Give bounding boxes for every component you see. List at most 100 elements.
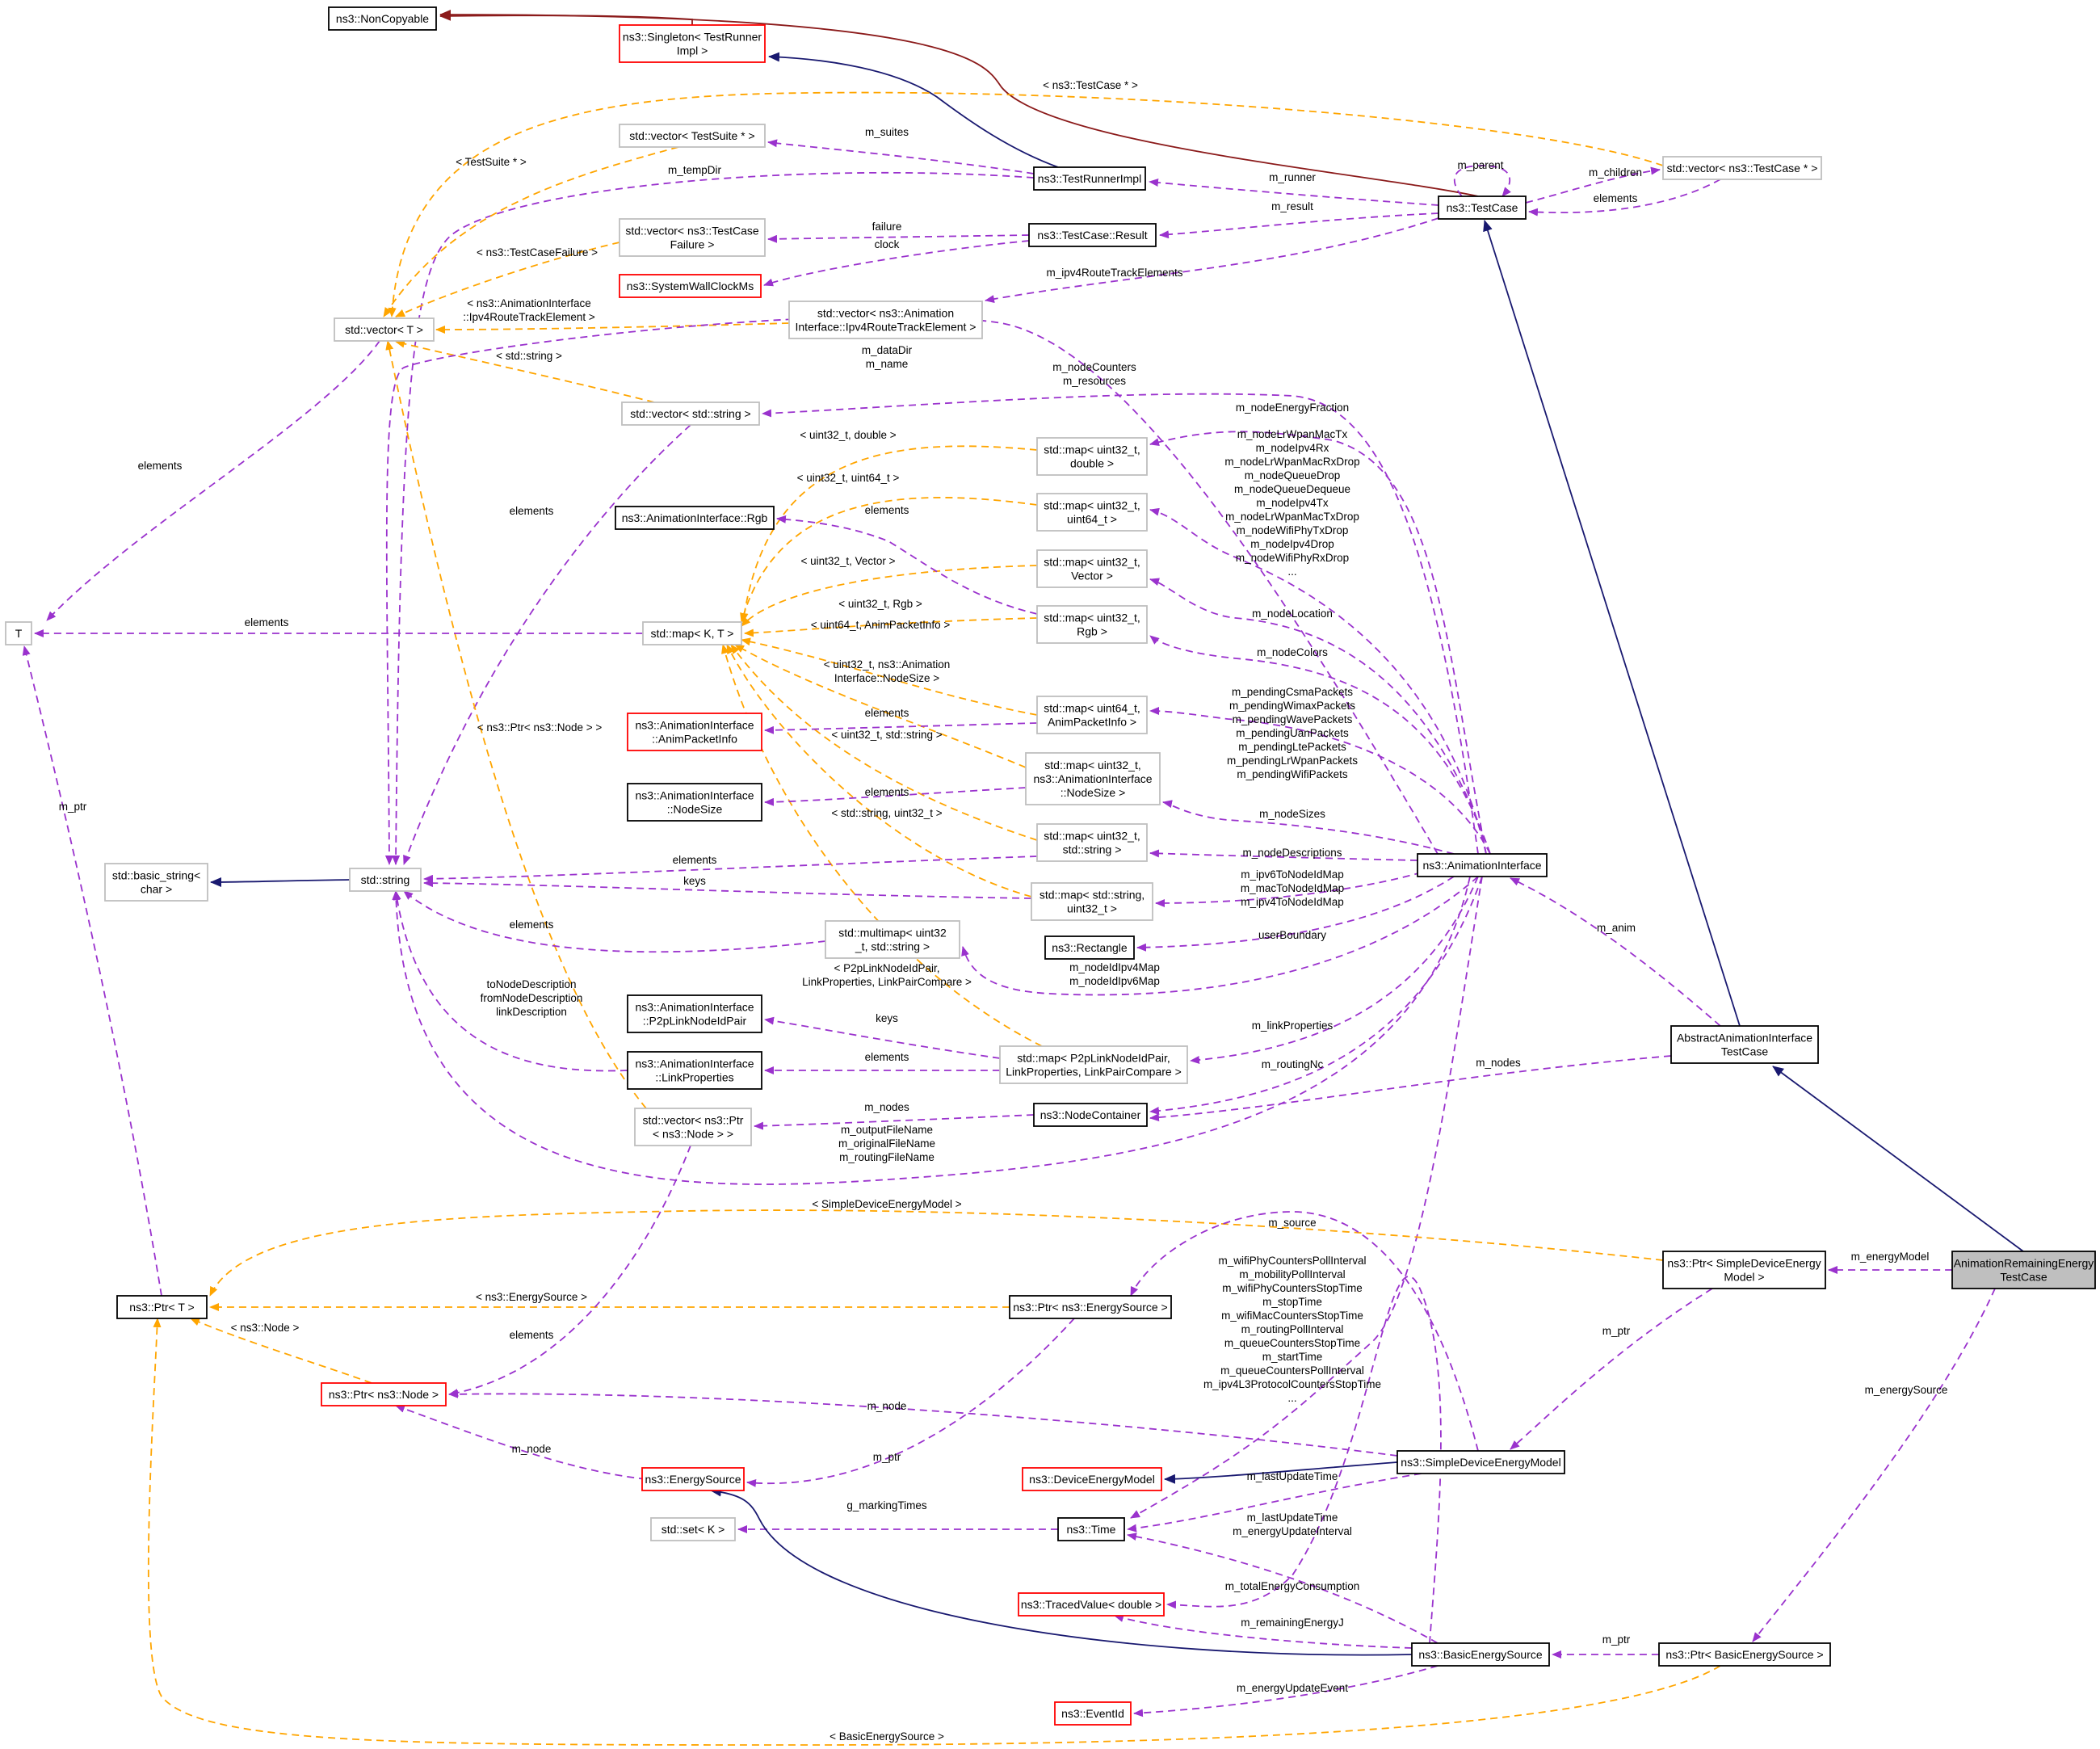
edge-label-m-counters: m_nodeLrWpanMacTxm_nodeIpv4Rxm_nodeLrWpa… bbox=[1224, 428, 1359, 578]
node-std-string[interactable]: std::string bbox=[349, 868, 422, 892]
edge-label-tmpl-nodeptr: < ns3::Ptr< ns3::Node > > bbox=[477, 721, 603, 734]
node-energysource[interactable]: ns3::EnergySource bbox=[641, 1467, 745, 1491]
node-map-string-u32[interactable]: std::map< std::string,uint32_t > bbox=[1031, 882, 1153, 921]
edge-label-line: < SimpleDeviceEnergyModel > bbox=[812, 1198, 961, 1210]
edge-multimap-elements bbox=[403, 890, 826, 953]
edge-label-line: m_nodeIpv4Drop bbox=[1250, 538, 1334, 550]
node-box bbox=[627, 994, 762, 1033]
node-label: Model > bbox=[1724, 1271, 1764, 1284]
node-label: std::map< uint32_t, bbox=[1044, 612, 1140, 624]
node-systemwallclock[interactable]: ns3::SystemWallClockMs bbox=[619, 274, 762, 298]
edge-label-line: m_remainingEnergyJ bbox=[1241, 1617, 1344, 1629]
edge-label-m-nodesizes: m_nodeSizes bbox=[1259, 808, 1325, 820]
edge-label-m-node-es: m_node bbox=[512, 1443, 552, 1455]
node-map-u32-vector[interactable]: std::map< uint32_t,Vector > bbox=[1036, 549, 1148, 588]
node-multimap[interactable]: std::multimap< uint32_t, std::string > bbox=[825, 920, 960, 959]
node-vec-T[interactable]: std::vector< T > bbox=[334, 317, 435, 342]
edge-vec-nodeptr-elements bbox=[448, 1145, 691, 1397]
edge-label-line: m_nodeLrWpanMacTxDrop bbox=[1225, 511, 1359, 523]
edge-testcase-ipv4route bbox=[985, 217, 1439, 303]
node-tracedvalue[interactable]: ns3::TracedValue< double > bbox=[1018, 1592, 1165, 1617]
edge-testcase-runner bbox=[1149, 179, 1439, 206]
node-linkprops[interactable]: ns3::AnimationInterface::LinkProperties bbox=[627, 1051, 762, 1090]
node-ptr-T[interactable]: ns3::Ptr< T > bbox=[116, 1295, 208, 1319]
node-map-u32-double[interactable]: std::map< uint32_t,double > bbox=[1036, 437, 1148, 476]
edge-label-elements-vecstring: elements bbox=[510, 505, 554, 517]
node-rgb[interactable]: ns3::AnimationInterface::Rgb bbox=[615, 506, 775, 530]
node-map-u32-string[interactable]: std::map< uint32_t,std::string > bbox=[1036, 823, 1148, 862]
node-box bbox=[1036, 549, 1148, 588]
edge-label-m-lastupdate-sdem: m_lastUpdateTime bbox=[1247, 1470, 1338, 1482]
node-testrunnerimpl[interactable]: ns3::TestRunnerImpl bbox=[1033, 166, 1146, 191]
node-ptr-sdem[interactable]: ns3::Ptr< SimpleDeviceEnergyModel > bbox=[1662, 1251, 1826, 1289]
node-vec-ipv4route[interactable]: std::vector< ns3::AnimationInterface::Ip… bbox=[788, 301, 983, 339]
node-vec-string[interactable]: std::vector< std::string > bbox=[621, 402, 760, 426]
node-time[interactable]: ns3::Time bbox=[1057, 1517, 1125, 1541]
node-eventid[interactable]: ns3::EventId bbox=[1054, 1701, 1132, 1726]
node-label: ns3::Ptr< T > bbox=[129, 1301, 194, 1314]
node-vec-nodeptr[interactable]: std::vector< ns3::Ptr< ns3::Node > > bbox=[634, 1108, 752, 1146]
edge-label-line: < ns3::TestCaseFailure > bbox=[477, 246, 598, 259]
node-sdem[interactable]: ns3::SimpleDeviceEnergyModel bbox=[1396, 1450, 1565, 1474]
edge-label-line: m_nodes bbox=[1476, 1057, 1521, 1069]
node-label: std::map< uint32_t, bbox=[1044, 830, 1140, 843]
node-T[interactable]: T bbox=[5, 621, 32, 645]
node-vec-testcaseptr[interactable]: std::vector< ns3::TestCase * > bbox=[1662, 156, 1822, 180]
node-nodesize[interactable]: ns3::AnimationInterface::NodeSize bbox=[627, 783, 762, 822]
node-box bbox=[1033, 1103, 1148, 1127]
edge-label-line: m_wifiPhyCountersPollInterval bbox=[1218, 1255, 1366, 1267]
node-vec-testsuite[interactable]: std::vector< TestSuite * > bbox=[619, 124, 766, 148]
node-map-u32-u64[interactable]: std::map< uint32_t,uint64_t > bbox=[1036, 493, 1148, 532]
node-vec-testcasefailure[interactable]: std::vector< ns3::TestCaseFailure > bbox=[619, 218, 766, 257]
edge-result-clock bbox=[763, 240, 1030, 287]
node-label: ns3::TracedValue< double > bbox=[1021, 1598, 1161, 1611]
node-box bbox=[641, 1467, 745, 1491]
edge-label-line: m_nodeLocation bbox=[1252, 608, 1333, 620]
node-map-p2plink[interactable]: std::map< P2pLinkNodeIdPair,LinkProperti… bbox=[999, 1045, 1188, 1084]
node-label: double > bbox=[1070, 457, 1114, 470]
node-devenergymodel[interactable]: ns3::DeviceEnergyModel bbox=[1022, 1467, 1162, 1491]
edge-linkprops-todescr bbox=[393, 890, 628, 1072]
node-box bbox=[1009, 1295, 1172, 1319]
edge-testcase-to-noncopyable bbox=[439, 10, 1479, 197]
node-singleton[interactable]: ns3::Singleton< TestRunnerImpl > bbox=[619, 24, 766, 63]
edge-map-stringu32-tmpl bbox=[726, 644, 1032, 898]
node-basicenergysource[interactable]: ns3::BasicEnergySource bbox=[1411, 1642, 1550, 1667]
node-label: Interface::Ipv4RouteTrackElement > bbox=[796, 321, 976, 334]
edge-label-line: m_nodeIdIpv6Map bbox=[1069, 975, 1160, 987]
edge-label-line: elements bbox=[673, 854, 717, 866]
node-box bbox=[1411, 1642, 1550, 1667]
node-map-KT[interactable]: std::map< K, T > bbox=[642, 621, 742, 645]
edge-label-tmpl-u32-rgb: < uint32_t, Rgb > bbox=[838, 598, 922, 610]
node-animpacketinfo[interactable]: ns3::AnimationInterface::AnimPacketInfo bbox=[627, 713, 762, 751]
node-map-u64-animpacket[interactable]: std::map< uint64_t,AnimPacketInfo > bbox=[1036, 696, 1148, 734]
node-box bbox=[1057, 1517, 1125, 1541]
edge-label-m-anim: m_anim bbox=[1597, 922, 1636, 934]
edge-label-line: m_lastUpdateTime bbox=[1247, 1511, 1338, 1524]
edge-testrunnerimpl-to-singleton bbox=[768, 52, 1059, 168]
node-ptr-basicenergysource[interactable]: ns3::Ptr< BasicEnergySource > bbox=[1658, 1642, 1831, 1667]
node-ptr-energysource[interactable]: ns3::Ptr< ns3::EnergySource > bbox=[1009, 1295, 1172, 1319]
node-p2plink[interactable]: ns3::AnimationInterface::P2pLinkNodeIdPa… bbox=[627, 994, 762, 1033]
node-box bbox=[627, 783, 762, 822]
edge-label-line: < ns3::Node > bbox=[231, 1322, 300, 1334]
node-animationinterface[interactable]: ns3::AnimationInterface bbox=[1417, 853, 1548, 877]
node-map-u32-rgb[interactable]: std::map< uint32_t,Rgb > bbox=[1036, 605, 1148, 644]
edge-label-tmpl-u32-vector: < uint32_t, Vector > bbox=[800, 555, 895, 567]
node-testcase-result[interactable]: ns3::TestCase::Result bbox=[1028, 223, 1157, 247]
node-nodecontainer[interactable]: ns3::NodeContainer bbox=[1033, 1103, 1148, 1127]
edge-ai-nodecounters bbox=[762, 393, 1479, 855]
node-set-K[interactable]: std::set< K > bbox=[650, 1517, 736, 1541]
edge-label-line: < std::string > bbox=[496, 350, 562, 362]
node-noncopyable[interactable]: ns3::NonCopyable bbox=[328, 6, 437, 31]
node-label: ns3::TestCase bbox=[1447, 201, 1518, 214]
node-ptr-node[interactable]: ns3::Ptr< ns3::Node > bbox=[321, 1382, 447, 1406]
node-testcase[interactable]: ns3::TestCase bbox=[1438, 196, 1527, 220]
edge-map-u32nodesize-elements bbox=[764, 787, 1027, 806]
node-map-u32-nodesize[interactable]: std::map< uint32_t,ns3::AnimationInterfa… bbox=[1025, 752, 1161, 805]
node-basic-string[interactable]: std::basic_string<char > bbox=[104, 863, 208, 902]
edge-label-elements-multimap: elements bbox=[510, 919, 554, 931]
node-rectangle[interactable]: ns3::Rectangle bbox=[1044, 935, 1135, 960]
